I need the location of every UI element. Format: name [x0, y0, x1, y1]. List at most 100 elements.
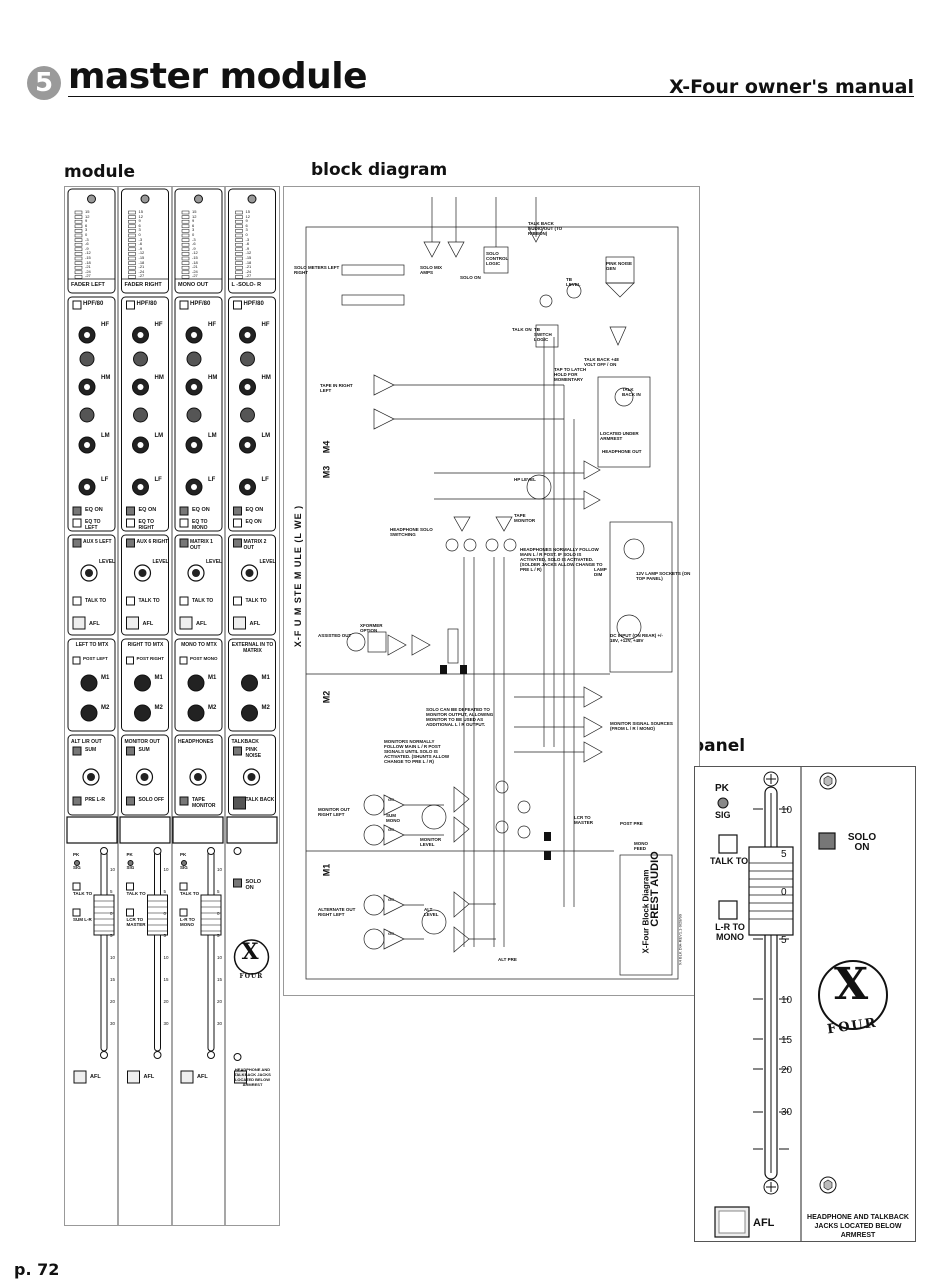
out-title: MONITOR OUT: [124, 739, 160, 745]
block-label-post-pre: POST PRE: [620, 821, 643, 826]
block-label-headphone-solo-switching: HEADPHONE SOLO SWITCHING: [390, 527, 433, 537]
module-logo-x: X: [241, 939, 259, 965]
meter-scale-tick: 15: [138, 209, 143, 214]
mtx-title: RIGHT TO MTX: [127, 642, 164, 648]
fader-sig-label: SIG: [180, 865, 188, 870]
meter-scale-tick: 15: [85, 209, 90, 214]
mtx-m1-label: M1: [261, 675, 270, 681]
eq-band-label: HF: [154, 322, 163, 328]
meter-scale-tick: -15: [138, 255, 145, 260]
block-label-lamp-dim: LAMP DIM: [594, 567, 607, 577]
panel-solo-on-label: SOLO ON: [847, 832, 877, 853]
block-label-mono-feed: MONO FEED: [634, 841, 648, 851]
fader-scale-label: 10: [217, 955, 223, 960]
fader-sig-label: SIG: [73, 865, 81, 870]
block-label-talkback-in: TALK BACK IN: [622, 387, 641, 397]
module-jacks-note: HEADPHONE AND TALKBACK JACKS LOCATED BEL…: [234, 1067, 271, 1087]
out-bottom-button-label: PRE L-R: [85, 797, 105, 803]
block-label-alt-level: ALT LEVEL: [424, 907, 439, 917]
mtx-m1-label: M1: [208, 675, 217, 681]
mtx-m1-label: M1: [101, 675, 110, 681]
block-label-lamp-sockets: 12V LAMP SOCKETS (ON TOP PANEL): [636, 571, 691, 581]
aux-talk-to-label: TALK TO: [192, 598, 214, 604]
fader-scale-label: 5: [163, 933, 167, 938]
block-label-alt-pre: ALT PRE: [498, 957, 517, 962]
block-label-monitor-note: MONITORS NORMALLY FOLLOW MAIN L / R POST…: [384, 739, 450, 764]
fader-scale-label: 5: [217, 933, 220, 938]
mtx-m1-label: M1: [154, 675, 163, 681]
block-label-talk-on: TALK ON: [512, 327, 532, 332]
meter-scale-tick: -24: [245, 268, 252, 274]
mtx-m2-label: M2: [101, 705, 110, 711]
out-top-button-label: PINK NOISE: [245, 747, 262, 759]
eq-band-label: HF: [261, 322, 270, 328]
block-label-assisted-out: ASSISTED OUT: [318, 633, 352, 638]
meter-scale-tick: -12: [138, 250, 145, 256]
panel-pk-label: PK: [715, 783, 729, 794]
meter-label-0: FADER LEFT: [71, 282, 105, 288]
meter-scale-tick: -15: [245, 255, 252, 260]
block-label-talkback-phantom: TALK BACK +48 VOLT OFF / ON: [584, 357, 619, 367]
panel-scale-label: 20: [781, 1065, 793, 1076]
panel-scale-label: 15: [781, 1035, 793, 1046]
meter-scale-tick: -9: [138, 245, 143, 251]
fader-scale-label: 5: [110, 933, 113, 938]
meter-scale-tick: 6: [138, 222, 141, 228]
out-title: ALT L/R OUT: [71, 739, 102, 745]
meter-scale-tick: 15: [192, 209, 197, 214]
fader-afl-label: AFL: [90, 1074, 101, 1080]
out-bottom-button-label: TALK BACK: [245, 797, 275, 803]
meter-scale-tick: 0: [245, 232, 248, 237]
eq-band-label: LF: [261, 477, 269, 483]
fader-assign-label: L-R TO MONO: [180, 917, 195, 927]
fader-scale-label: 10: [110, 867, 116, 872]
meter-scale-tick: -6: [85, 241, 89, 247]
fader-assign-label: LCR TO MASTER: [126, 917, 146, 927]
hpf-label: HPF/80: [190, 301, 211, 307]
meter-scale-tick: -3: [138, 236, 143, 242]
meter-scale-tick: -12: [192, 250, 198, 256]
block-label-tb-switch-logic: TB SWITCH LOGIC: [534, 327, 552, 342]
eq-to-label: EQ TO MONO: [192, 519, 208, 531]
meter-scale-tick: -6: [192, 241, 196, 247]
meter-scale-tick: -9: [85, 245, 89, 251]
mtx-post-label: POST RIGHT: [136, 656, 165, 661]
meter-scale-tick: -15: [85, 255, 91, 260]
eq-band-label: LM: [154, 433, 164, 439]
eq-to-label: EQ ON: [245, 519, 262, 525]
page-title: master module: [68, 56, 368, 97]
meter-scale-tick: -24: [138, 268, 145, 274]
mtx-post-label: POST MONO: [190, 656, 218, 661]
block-label-monitor-level: MONITOR LEVEL: [420, 837, 442, 847]
block-diagram-drawing: [305, 197, 679, 980]
mtx-m2-label: M2: [208, 705, 217, 711]
section-title-module: module: [64, 162, 136, 182]
meter-scale-tick: -15: [192, 255, 198, 260]
meter-scale-tick: 9: [192, 218, 195, 224]
manual-title: X-Four owner's manual: [669, 76, 914, 98]
block-label-headphone-out: HEADPHONE OUT: [602, 449, 642, 454]
block-label-solo-on: SOLO ON: [460, 275, 481, 280]
fader-scale-label: 20: [110, 999, 116, 1004]
meter-scale-tick: 6: [192, 222, 195, 228]
meter-scale-tick: -24: [85, 268, 91, 274]
mtx-title: MONO TO MTX: [181, 642, 217, 648]
fader-afl-label: AFL: [197, 1074, 208, 1080]
out-title: TALKBACK: [231, 739, 259, 745]
meter-scale-tick: -21: [85, 264, 91, 270]
block-label-tb-level: TB LEVEL: [566, 277, 581, 287]
meter-scale-tick: -12: [245, 250, 252, 256]
hpf-label: HPF/80: [243, 301, 264, 307]
meter-scale-tick: -3: [245, 236, 250, 242]
block-label-solo-mix-amps: SOLO MIX AMPS: [420, 265, 443, 275]
panel-scale-label: 0: [781, 887, 787, 898]
aux-talk-to-label: TALK TO: [85, 598, 107, 604]
aux-afl-label: AFL: [142, 621, 154, 627]
fader-scale-label: 15: [110, 977, 116, 982]
out-title: HEADPHONES: [178, 739, 214, 745]
aux-title: MATRIX 1 OUT: [190, 539, 213, 551]
out-bottom-button-label: SOLO OFF: [138, 797, 165, 803]
aux-level-label: LEVEL: [206, 559, 223, 565]
fader-pk-label: PK: [73, 852, 80, 857]
